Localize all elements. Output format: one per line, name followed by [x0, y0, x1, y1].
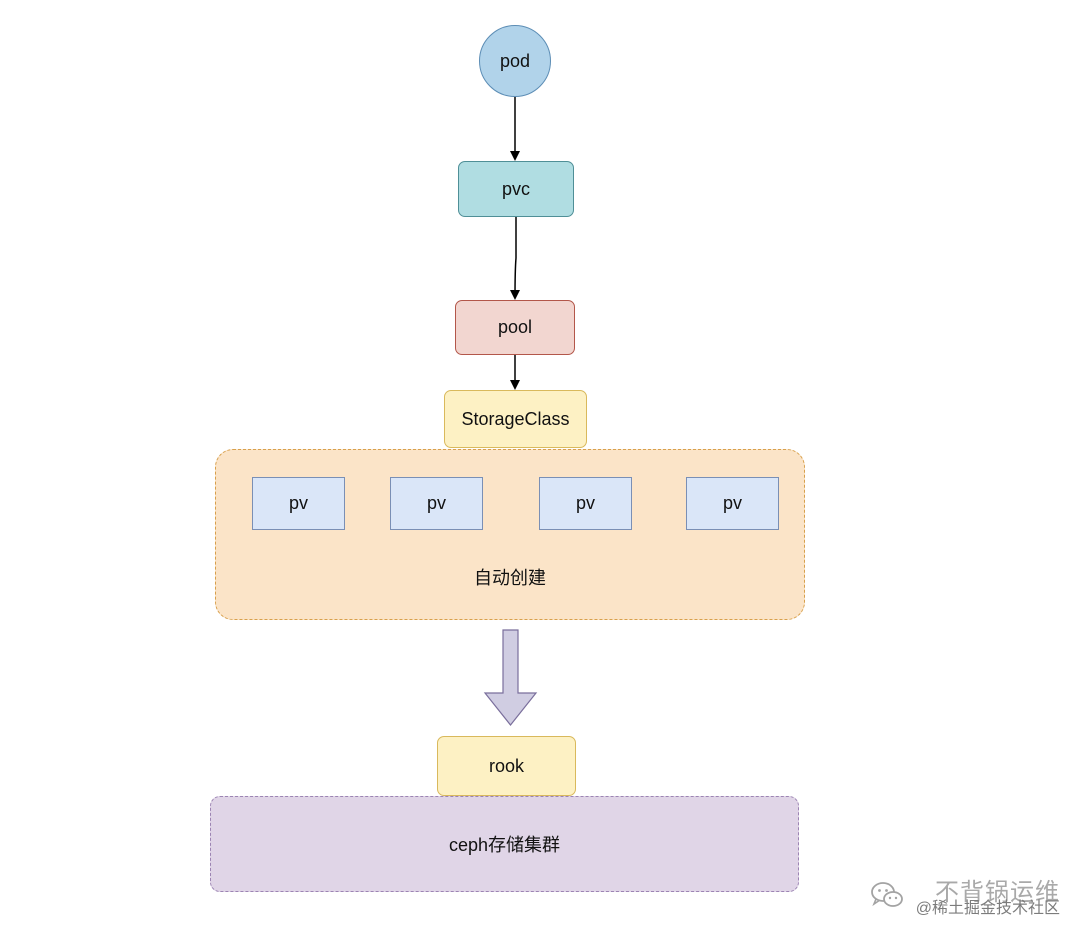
pv-node: pv — [390, 477, 483, 530]
watermark: 不背锅运维 @稀土掘金技术社区 — [870, 872, 1060, 918]
watermark-channel: 不背锅运维 — [935, 879, 1060, 906]
storageclass-node: StorageClass — [444, 390, 587, 448]
watermark-source: @稀土掘金技术社区 — [915, 900, 1060, 917]
rook-node: rook — [437, 736, 576, 796]
pool-node: pool — [455, 300, 575, 355]
edge-pvc-to-pool — [510, 217, 521, 300]
auto-create-group — [215, 449, 805, 620]
block-arrow-to-rook — [483, 629, 538, 726]
ceph-cluster-label: ceph存储集群 — [448, 835, 561, 855]
pod-node: pod — [479, 25, 551, 97]
pod-label: pod — [499, 50, 531, 71]
watermark-text: 不背锅运维 @稀土掘金技术社区 — [910, 872, 1060, 918]
pv-label: pv — [722, 493, 742, 513]
ceph-cluster-node: ceph存储集群 — [210, 796, 799, 892]
pvc-node: pvc — [458, 161, 574, 217]
pv-label: pv — [575, 493, 595, 513]
pv-label: pv — [288, 493, 308, 513]
rook-label: rook — [488, 755, 524, 776]
pvc-label: pvc — [501, 178, 530, 199]
pool-label: pool — [497, 317, 533, 337]
pv-node: pv — [539, 477, 632, 530]
auto-create-label: 自动创建 — [474, 568, 546, 588]
wechat-icon — [871, 882, 903, 907]
pv-label: pv — [426, 493, 446, 513]
pv-node: pv — [252, 477, 345, 530]
storageclass-label: StorageClass — [461, 408, 570, 429]
pv-node: pv — [686, 477, 779, 530]
